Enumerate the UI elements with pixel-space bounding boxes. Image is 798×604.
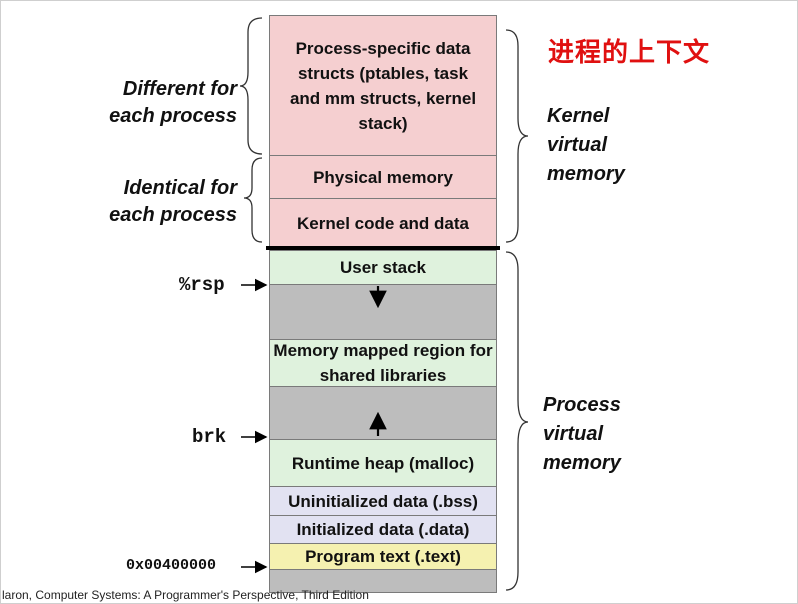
bottom-gap-region — [269, 569, 497, 593]
user-stack-region: User stack — [269, 250, 497, 285]
data-region: Initialized data (.data) — [269, 515, 497, 544]
physical-memory-label: Physical memory — [313, 167, 453, 187]
kernel-virtual-memory-label: Kernel virtual memory — [547, 102, 625, 189]
brk-pointer-label: brk — [192, 426, 227, 448]
process-virtual-memory-label: Process virtual memory — [543, 391, 621, 478]
different-label: Different for each process — [100, 76, 237, 130]
source-caption: laron, Computer Systems: A Programmer's … — [2, 588, 369, 602]
kernel-brace-icon — [505, 29, 529, 243]
kernel-label-line3: memory — [547, 163, 625, 185]
slide-title: 进程的上下文 — [548, 38, 711, 68]
heap-region: Runtime heap (malloc) — [269, 439, 497, 487]
different-label-line1: Different for — [122, 78, 237, 100]
process-label-line1: Process — [543, 394, 621, 416]
kernel-label-line2: virtual — [547, 134, 608, 156]
process-specific-region: Process-specific data structs (ptables, … — [269, 15, 497, 156]
process-brace-icon — [505, 251, 529, 591]
physical-memory-region: Physical memory — [269, 155, 497, 199]
heap-label: Runtime heap (malloc) — [291, 453, 475, 473]
kernel-code-region: Kernel code and data — [269, 198, 497, 248]
rsp-pointer-label: %rsp — [179, 274, 225, 296]
identical-brace-icon — [243, 157, 263, 243]
mmap-label: Memory mapped region for shared librarie… — [273, 341, 493, 385]
different-brace-icon — [239, 17, 263, 155]
text-label: Program text (.text) — [305, 547, 461, 566]
text-region: Program text (.text) — [269, 543, 497, 570]
text-start-address-label: 0x00400000 — [126, 557, 217, 574]
identical-label-line1: Identical for — [123, 177, 237, 199]
bss-label: Uninitialized data (.bss) — [288, 491, 478, 511]
kernel-user-separator — [266, 246, 500, 250]
identical-label-line2: each process — [109, 204, 237, 226]
process-specific-label: Process-specific data structs (ptables, … — [289, 38, 477, 133]
identical-label: Identical for each process — [100, 175, 237, 229]
bss-region: Uninitialized data (.bss) — [269, 486, 497, 516]
process-label-line2: virtual — [543, 423, 604, 445]
kernel-code-label: Kernel code and data — [297, 213, 469, 233]
mmap-region: Memory mapped region for shared librarie… — [269, 339, 497, 387]
user-stack-label: User stack — [339, 258, 426, 277]
process-label-line3: memory — [543, 452, 621, 474]
data-label: Initialized data (.data) — [296, 520, 470, 539]
different-label-line2: each process — [109, 105, 237, 127]
kernel-label-line1: Kernel — [547, 105, 610, 127]
